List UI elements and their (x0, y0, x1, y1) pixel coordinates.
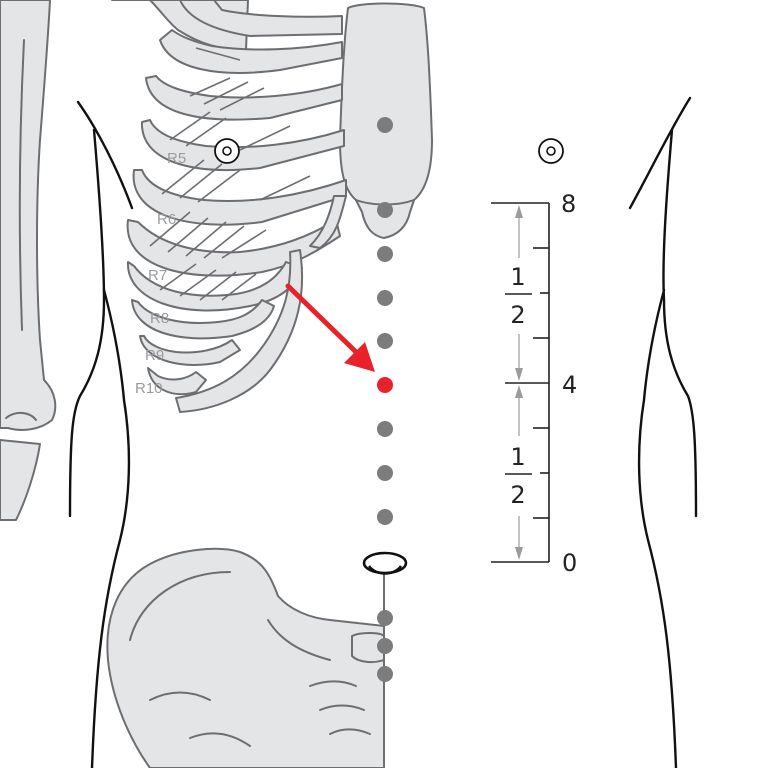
acupoint (377, 610, 393, 626)
rib-labels: R5 R6 R7 R8 R9 R10 (135, 150, 186, 397)
meridian-points (377, 117, 393, 682)
acupoint (377, 509, 393, 525)
acupoint (377, 117, 393, 133)
upper-fraction-numerator: 1 (510, 263, 525, 291)
rib-label-r7: R7 (148, 267, 167, 284)
rib-cage (126, 0, 347, 413)
scale-top-label: 8 (561, 190, 576, 218)
pelvis-bone (106, 547, 385, 768)
rib-label-r5: R5 (167, 150, 186, 167)
acupoint (377, 666, 393, 682)
acupoint (377, 421, 393, 437)
target-acupoint (377, 377, 393, 393)
acupoint (377, 290, 393, 306)
acupoint (377, 202, 393, 218)
rib-hatching (149, 47, 311, 301)
scale-bottom-label: 0 (562, 549, 577, 577)
lower-fraction-denominator: 2 (510, 481, 525, 509)
rib-label-r10: R10 (135, 380, 163, 397)
measurement-scale: 1 2 1 2 8 4 0 (491, 190, 577, 577)
upper-fraction-denominator: 2 (510, 301, 525, 329)
rib-label-r8: R8 (150, 310, 169, 327)
acupoint (377, 638, 393, 654)
acupoint (377, 246, 393, 262)
forearm-bone (0, 439, 41, 521)
nipple-marker-icon (214, 138, 240, 164)
body-outline (68, 96, 698, 768)
scale-mid-label: 4 (562, 371, 577, 399)
rib-label-r9: R9 (145, 347, 164, 364)
navel-icon (362, 551, 408, 575)
humerus-bone (0, 0, 57, 431)
acupoint (377, 465, 393, 481)
pointer-arrow-icon (285, 283, 375, 372)
nipple-marker-icon (538, 138, 564, 164)
skeleton (0, 0, 433, 768)
lower-fraction-numerator: 1 (510, 443, 525, 471)
acupoint (377, 333, 393, 349)
rib-label-r6: R6 (157, 211, 176, 228)
